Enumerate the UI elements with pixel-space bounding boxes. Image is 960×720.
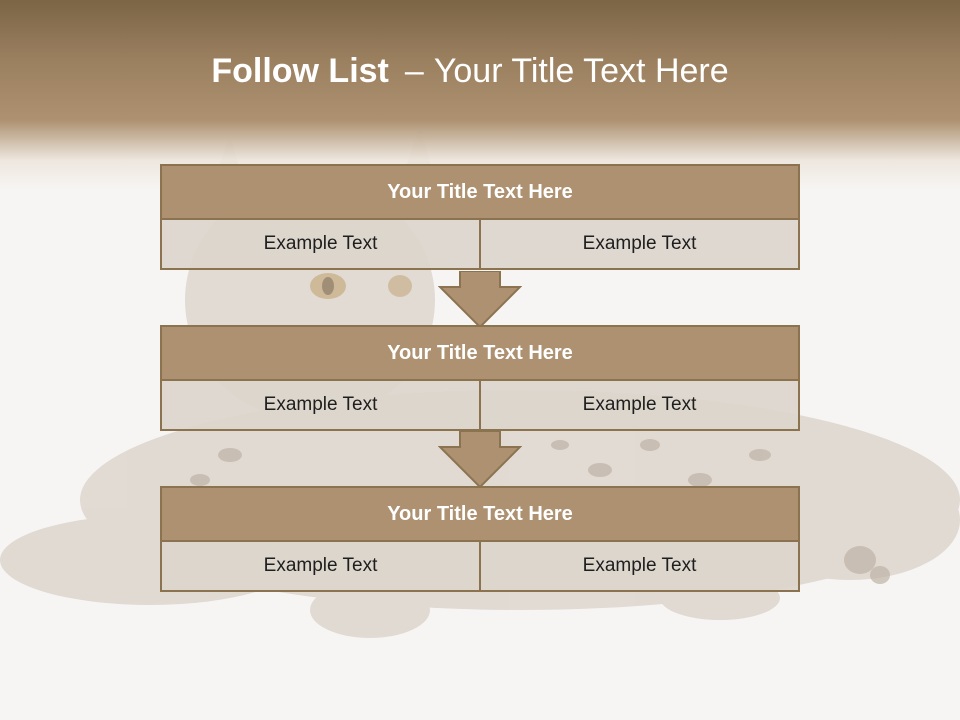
block-3-title: Your Title Text Here	[160, 486, 800, 542]
title-separator: –	[404, 52, 424, 90]
block-1-row: Example Text Example Text	[160, 220, 800, 270]
list-block-3: Your Title Text Here Example Text Exampl…	[160, 486, 800, 592]
block-3-right-text: Example Text	[479, 542, 798, 590]
list-block-2: Your Title Text Here Example Text Exampl…	[160, 325, 800, 431]
title-rest-part: Your Title Text Here	[433, 52, 729, 90]
slide-title: Follow List–Your Title Text Here	[0, 52, 940, 91]
block-2-right-text: Example Text	[479, 381, 798, 429]
block-1-title: Your Title Text Here	[160, 164, 800, 220]
block-3-row: Example Text Example Text	[160, 542, 800, 592]
down-arrow-icon	[438, 431, 522, 489]
block-1-right-text: Example Text	[479, 220, 798, 268]
down-arrow-icon	[438, 271, 522, 329]
block-2-title: Your Title Text Here	[160, 325, 800, 381]
block-1-left-text: Example Text	[263, 233, 378, 254]
block-2-row: Example Text Example Text	[160, 381, 800, 431]
list-block-1: Your Title Text Here Example Text Exampl…	[160, 164, 800, 270]
title-bold-part: Follow List	[211, 52, 389, 90]
header-band	[0, 0, 960, 190]
block-3-left-text: Example Text	[263, 555, 378, 576]
block-2-left-text: Example Text	[263, 394, 378, 415]
